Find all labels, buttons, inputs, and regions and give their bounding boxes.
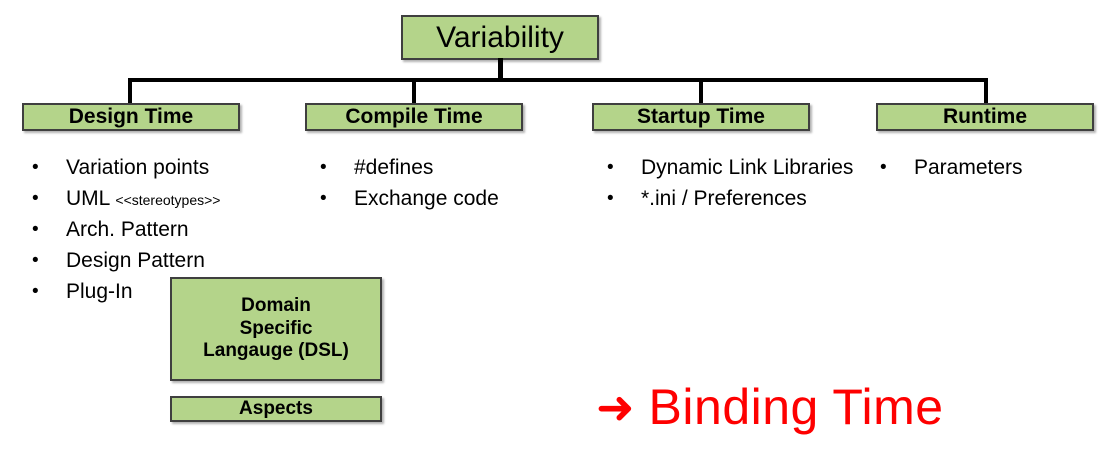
bullet-icon: • — [32, 157, 39, 178]
node-compile-time[interactable]: Compile Time — [305, 103, 523, 131]
list-item-label: UML <<stereotypes>> — [66, 185, 294, 214]
list-item-label: Exchange code — [354, 186, 499, 210]
list-item-label: Design Pattern — [66, 248, 205, 272]
list-item: • Arch. Pattern — [32, 216, 294, 245]
node-startup-time[interactable]: Startup Time — [592, 103, 810, 131]
list-item-label: *.ini / Preferences — [641, 186, 807, 210]
list-item-label: Parameters — [914, 156, 1023, 179]
bullet-list-design-time: • Variation points • UML <<stereotypes>>… — [32, 154, 294, 309]
connector-horizontal-bus — [129, 78, 987, 82]
binding-time-callout: ➜ Binding Time — [596, 382, 944, 432]
connector-drop-runtime — [984, 78, 988, 105]
bullet-icon: • — [607, 187, 614, 209]
list-item: • *.ini / Preferences — [607, 185, 859, 214]
bullet-icon: • — [32, 187, 39, 209]
bullet-icon: • — [320, 187, 327, 209]
node-variability[interactable]: Variability — [401, 15, 599, 60]
list-item-label: Variation points — [66, 156, 210, 179]
bullet-icon: • — [880, 157, 887, 178]
bullet-list-startup-time: • Dynamic Link Libraries • *.ini / Prefe… — [607, 154, 859, 216]
list-item-label: #defines — [354, 156, 434, 179]
list-item: • UML <<stereotypes>> — [32, 185, 294, 214]
node-domain-specific-language[interactable]: Domain Specific Langauge (DSL) — [170, 277, 382, 381]
list-item: • Plug-In — [32, 278, 294, 307]
dsl-line-2: Specific — [239, 317, 313, 339]
right-arrow-icon: ➜ — [596, 380, 635, 434]
aspects-label: Aspects — [239, 397, 313, 419]
node-runtime-label: Runtime — [943, 105, 1027, 128]
list-item: • Dynamic Link Libraries — [607, 154, 859, 183]
dsl-line-3: Langauge (DSL) — [203, 340, 349, 362]
node-design-time-label: Design Time — [68, 105, 194, 128]
list-item: • Design Pattern — [32, 247, 294, 276]
list-item: • Variation points — [32, 154, 294, 183]
node-runtime[interactable]: Runtime — [876, 103, 1094, 131]
connector-drop-compile-time — [412, 78, 416, 105]
connector-drop-startup-time — [699, 78, 703, 105]
list-item-text: UML — [66, 186, 116, 210]
list-item: • #defines — [320, 154, 560, 183]
node-variability-label: Variability — [436, 20, 564, 54]
list-item-label: Plug-In — [66, 279, 133, 303]
node-design-time[interactable]: Design Time — [22, 103, 240, 131]
node-startup-time-label: Startup Time — [637, 105, 765, 128]
bullet-list-compile-time: • #defines • Exchange code — [320, 154, 560, 216]
bullet-icon: • — [320, 157, 327, 178]
list-item-label: Dynamic Link Libraries — [641, 156, 854, 179]
bullet-list-runtime: • Parameters — [880, 154, 1100, 185]
connector-drop-design-time — [128, 78, 132, 105]
node-compile-time-label: Compile Time — [345, 105, 483, 128]
list-item-label: Arch. Pattern — [66, 217, 189, 241]
node-aspects[interactable]: Aspects — [170, 396, 382, 422]
bullet-icon: • — [607, 157, 614, 178]
bullet-icon: • — [32, 280, 39, 302]
connector-root-stem — [498, 58, 503, 81]
bullet-icon: • — [32, 249, 39, 271]
binding-time-label: Binding Time — [648, 379, 944, 435]
dsl-line-1: Domain — [241, 294, 311, 316]
list-item: • Exchange code — [320, 185, 560, 214]
bullet-icon: • — [32, 218, 39, 240]
list-item-note: <<stereotypes>> — [115, 191, 221, 208]
list-item: • Parameters — [880, 154, 1100, 183]
